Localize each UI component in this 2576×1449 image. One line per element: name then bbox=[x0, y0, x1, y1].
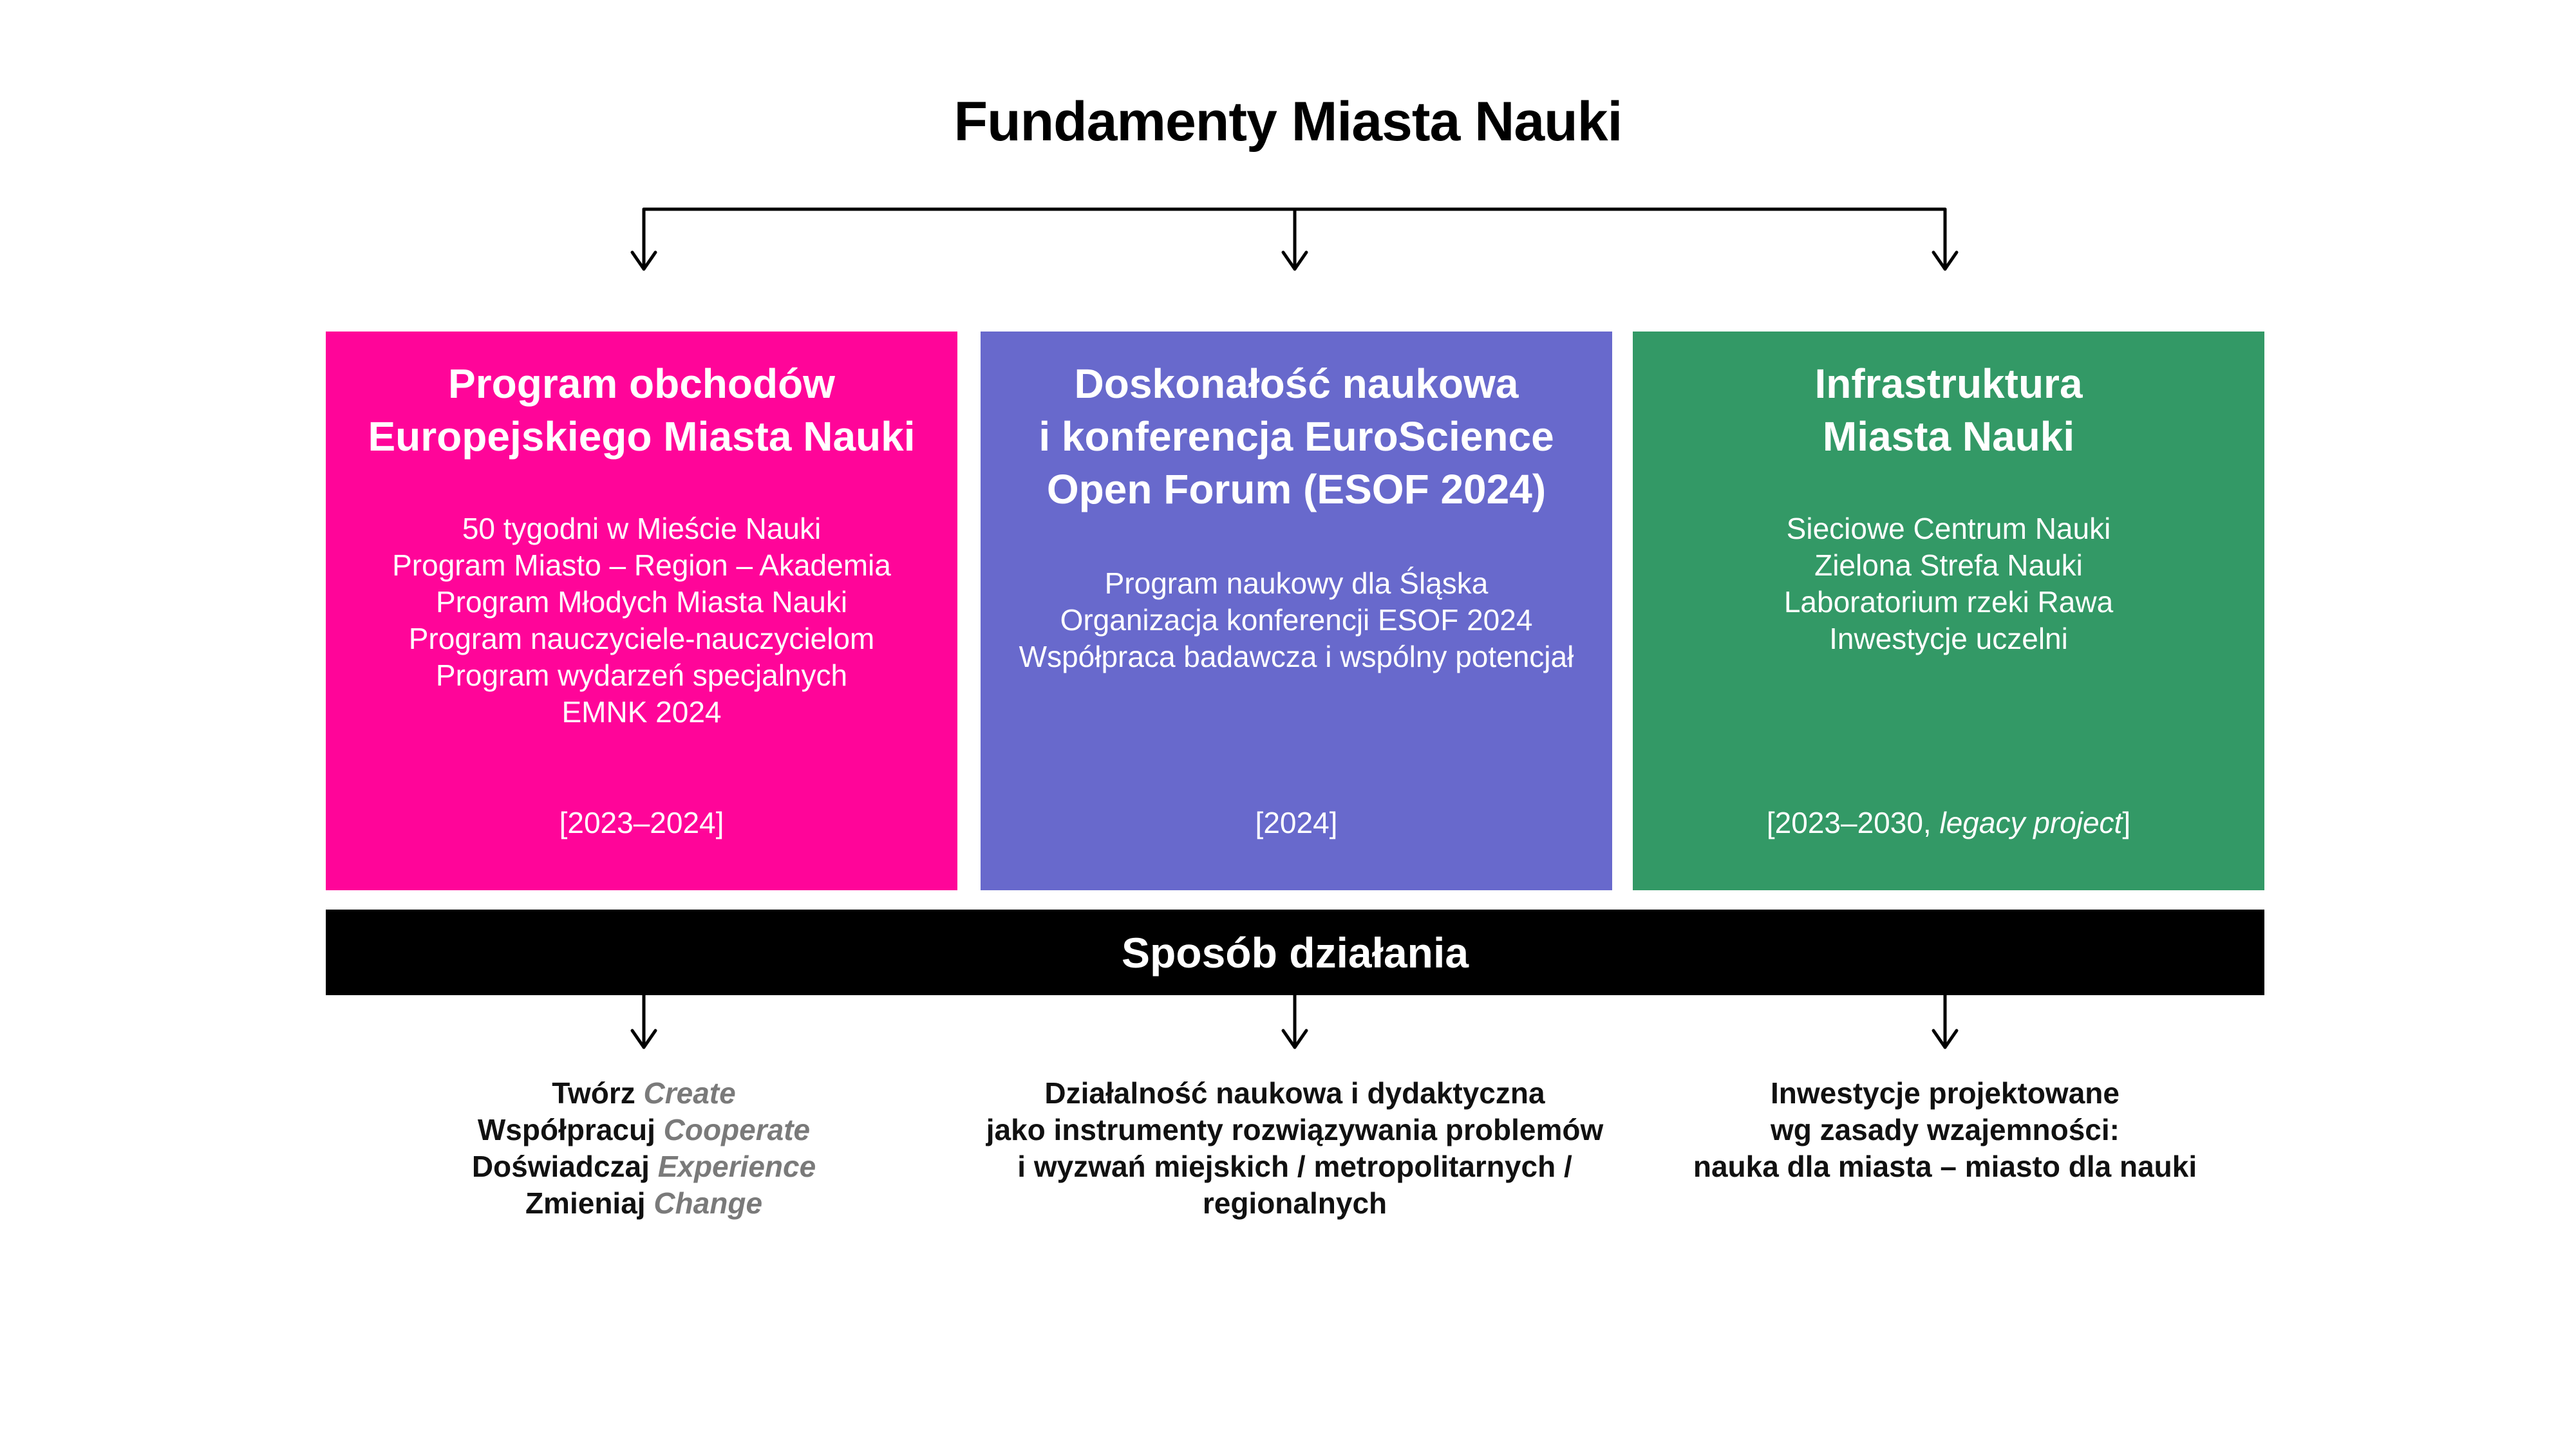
list-item: Sieciowe Centrum Nauki bbox=[1786, 512, 2111, 545]
bottom-middle-text: Działalność naukowa i dydaktyczna jako i… bbox=[986, 1076, 1604, 1220]
box-heading: Doskonałość naukowa i konferencja EuroSc… bbox=[1039, 360, 1554, 512]
list-item: Program wydarzeń specjalnych bbox=[435, 659, 848, 692]
list-item: Zmieniaj Change bbox=[525, 1186, 763, 1220]
method-bar: Sposób działania bbox=[326, 910, 2264, 995]
list-item: Laboratorium rzeki Rawa bbox=[1783, 585, 2114, 619]
list-item: EMNK 2024 bbox=[561, 695, 722, 729]
list-item: Zielona Strefa Nauki bbox=[1814, 548, 2083, 582]
list-item: Inwestycje uczelni bbox=[1829, 622, 2068, 655]
top-middle-arrowhead bbox=[1281, 250, 1308, 271]
bottom-middle-arrowhead bbox=[1281, 1029, 1308, 1049]
list-item: Twórz Create bbox=[552, 1076, 736, 1110]
box-heading: Program obchodów Europejskiego Miasta Na… bbox=[368, 360, 916, 460]
list-item: Program Młodych Miasta Nauki bbox=[435, 585, 848, 619]
box-period: [2024] bbox=[1255, 806, 1338, 839]
list-item: 50 tygodni w Mieście Nauki bbox=[462, 512, 822, 545]
box-items-list: Sieciowe Centrum Nauki Zielona Strefa Na… bbox=[1633, 510, 2264, 657]
box-period: [2023–2024] bbox=[559, 806, 724, 839]
bottom-left-text: Twórz Create Współpracuj Cooperate Doświ… bbox=[386, 1075, 901, 1222]
box-celebration-program: Program obchodów Europejskiego Miasta Na… bbox=[326, 332, 957, 890]
list-item: Program nauczyciele-nauczycielom bbox=[408, 622, 875, 655]
top-right-arrowhead bbox=[1932, 250, 1959, 271]
box-heading: Infrastruktura Miasta Nauki bbox=[1814, 360, 2083, 460]
bottom-right-arrowhead bbox=[1932, 1029, 1959, 1049]
method-bar-label: Sposób działania bbox=[1121, 928, 1469, 977]
top-left-arrowhead bbox=[630, 250, 657, 271]
box-items-list: 50 tygodni w Mieście Nauki Program Miast… bbox=[326, 510, 957, 731]
list-item: Program naukowy dla Śląska bbox=[1104, 566, 1489, 600]
list-item: Współpracuj Cooperate bbox=[477, 1113, 811, 1146]
box-period: [2023–2030, legacy project] bbox=[1766, 806, 2131, 839]
box-infrastructure: Infrastruktura Miasta Nauki Sieciowe Cen… bbox=[1633, 332, 2264, 890]
bottom-right-text: Inwestycje projektowane wg zasady wzajem… bbox=[1693, 1076, 2197, 1183]
list-item: Współpraca badawcza i wspólny potencjał bbox=[1019, 640, 1574, 673]
box-scientific-excellence: Doskonałość naukowa i konferencja EuroSc… bbox=[981, 332, 1612, 890]
box-items-list: Program naukowy dla Śląska Organizacja k… bbox=[981, 565, 1612, 675]
list-item: Doświadczaj Experience bbox=[471, 1150, 816, 1183]
list-item: Program Miasto – Region – Akademia bbox=[392, 548, 891, 582]
list-item: Organizacja konferencji ESOF 2024 bbox=[1060, 603, 1533, 637]
diagram-title: Fundamenty Miasta Nauki bbox=[954, 91, 1623, 153]
bottom-left-arrowhead bbox=[630, 1029, 657, 1049]
